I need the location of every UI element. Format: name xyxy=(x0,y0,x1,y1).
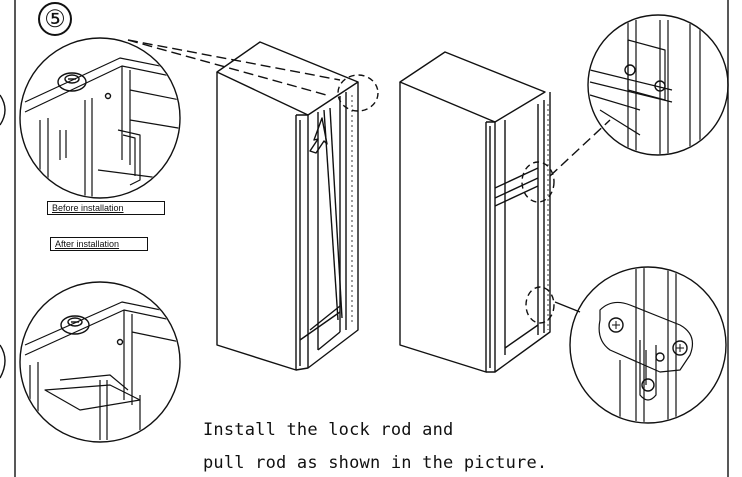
step-number-badge: ⑤ xyxy=(38,2,72,36)
detail-circle-pull-rod xyxy=(587,14,729,156)
after-installation-label: After installation xyxy=(50,237,148,251)
callout-circle-bottom xyxy=(525,286,555,324)
screw-icon xyxy=(672,340,688,356)
lock-cylinder xyxy=(60,315,90,335)
cabinet-left xyxy=(216,41,359,371)
detail-circle-after xyxy=(19,281,181,443)
prev-page-edge-top xyxy=(0,94,6,126)
leader-line-bracket xyxy=(554,301,581,313)
before-installation-text: Before installation xyxy=(52,203,124,213)
after-installation-text: After installation xyxy=(55,239,120,249)
cabinet-right xyxy=(399,51,551,373)
callout-circle-top xyxy=(337,74,379,112)
instruction-line-2: pull rod as shown in the picture. xyxy=(203,453,548,473)
lock-cylinder xyxy=(57,72,87,92)
callout-circle-middle xyxy=(521,161,555,203)
screw-icon xyxy=(608,317,624,333)
leader-line-pull-rod xyxy=(549,119,611,177)
before-installation-label: Before installation xyxy=(47,201,165,215)
detail-circle-bracket xyxy=(569,266,727,424)
upward-arrow-icon xyxy=(309,117,328,154)
screw-icon xyxy=(654,80,666,92)
instruction-line-1: Install the lock rod and xyxy=(203,420,454,440)
detail-circle-before xyxy=(19,37,181,199)
screw-icon xyxy=(624,64,636,76)
prev-page-edge-bottom xyxy=(0,344,6,379)
